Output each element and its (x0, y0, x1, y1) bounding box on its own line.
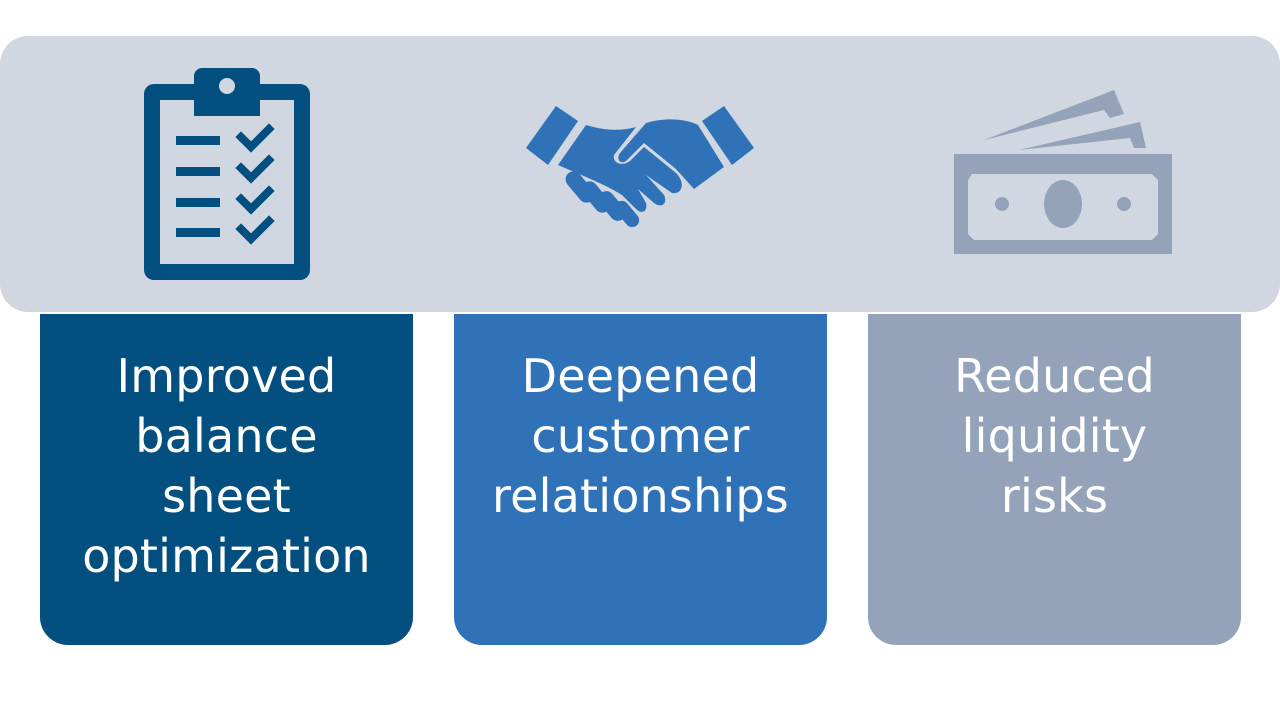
card-text-line: optimization (82, 529, 371, 583)
money-bills-icon (954, 86, 1172, 254)
card-text-line: sheet (162, 469, 291, 523)
card-text-line: Deepened (521, 349, 760, 403)
card-text-line: liquidity (961, 409, 1148, 463)
benefit-card-balance-sheet: Improved balance sheet optimization (40, 312, 413, 645)
card-text-line: risks (1000, 469, 1109, 523)
card-text-line: customer (531, 409, 750, 463)
card-text-line: balance (135, 409, 318, 463)
card-text-line: relationships (492, 469, 789, 523)
handshake-icon (526, 103, 754, 243)
benefit-card-customer-relationships: Deepened customer relationships (454, 312, 827, 645)
card-text-line: Improved (116, 349, 337, 403)
clipboard-checklist-icon (144, 68, 310, 280)
benefit-card-liquidity-risks: Reduced liquidity risks (868, 312, 1241, 645)
card-text-line: Reduced (954, 349, 1155, 403)
